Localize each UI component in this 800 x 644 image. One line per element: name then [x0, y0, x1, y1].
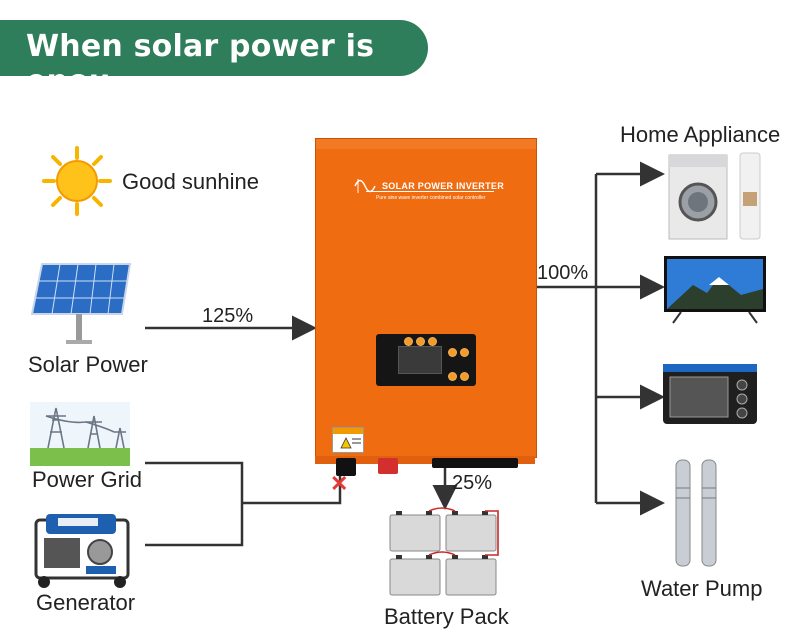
grid-generator-line [145, 461, 244, 547]
sine-wave-icon [354, 177, 376, 200]
indicator-led [404, 337, 413, 346]
battery-pack-icon [386, 505, 502, 602]
warning-label [332, 427, 364, 453]
inverter-top-cap [316, 139, 536, 149]
panel-button[interactable] [448, 348, 457, 357]
sun-label: Good sunhine [122, 169, 259, 194]
inverter-title: SOLAR POWER INVERTER [382, 181, 505, 191]
generator-icon [30, 510, 134, 595]
solar-label: Solar Power [28, 352, 148, 377]
indicator-led [416, 337, 425, 346]
solar-inverter: SOLAR POWER INVERTER Pure sine wave inve… [315, 138, 537, 458]
panel-button[interactable] [448, 372, 457, 381]
banner-title: When solar power is enou [26, 29, 375, 99]
indicator-led [428, 337, 437, 346]
tv-icon [663, 255, 767, 330]
disconnected-cross-icon: ✕ [330, 471, 349, 496]
panel-button[interactable] [460, 372, 469, 381]
ac-input-terminal [336, 458, 356, 476]
washing-machine-icon [668, 154, 728, 245]
sun-icon [42, 146, 112, 221]
title-banner: When solar power is enou [0, 20, 428, 99]
control-panel [376, 334, 476, 386]
inverter-subtitle: Pure sine wave inverter combined solar c… [376, 195, 486, 201]
electric-oven-icon [662, 363, 758, 434]
water-pump-label: Water Pump [641, 576, 763, 601]
ac-input-line [242, 465, 342, 505]
generator-label: Generator [36, 590, 136, 615]
power-grid-icon [30, 402, 130, 471]
water-pump-icon [666, 458, 726, 575]
panel-button[interactable] [460, 348, 469, 357]
solar-percent: 125% [202, 305, 254, 327]
battery-percent: 25% [452, 472, 493, 494]
home-appliance-label: Home Appliance [620, 122, 781, 147]
inverter-terminal-strip [315, 456, 535, 464]
battery-terminal [378, 458, 398, 474]
battery-pack-label: Battery Pack [384, 604, 509, 629]
inverter-title-rule [366, 191, 494, 192]
grid-label: Power Grid [32, 467, 143, 492]
solar-panel-icon [30, 262, 135, 353]
air-conditioner-icon [739, 152, 761, 245]
lcd-display [398, 346, 442, 374]
output-terminal-block [432, 458, 518, 468]
load-percent: 100% [537, 262, 589, 284]
